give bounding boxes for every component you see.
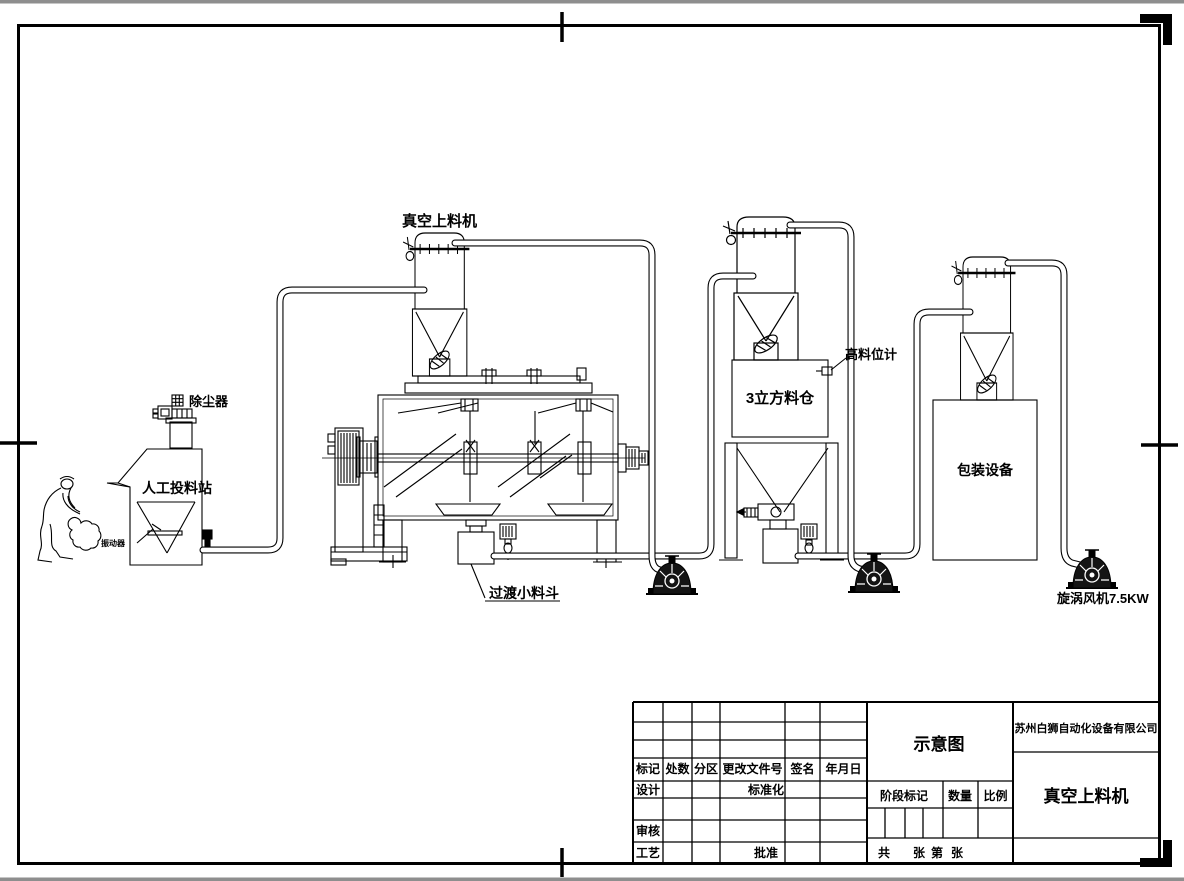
title-block: 标记 处数 分区 更改文件号 签名 年月日 设计 标准化 审核 工艺 批准 示意… [632,701,1159,863]
material-bag [67,517,102,551]
label-manual-station: 人工投料站 [142,480,212,496]
tb-quantity: 数量 [948,788,972,803]
leader-lines [136,357,847,602]
border-center-ticks [0,12,1178,877]
tb-header-zone: 分区 [694,761,718,776]
tb-company: 苏州白狮自动化设备有限公司 [1015,721,1158,735]
hopper-leader [470,563,560,602]
mixer-motor [327,427,408,566]
tb-header-sign: 签名 [789,761,814,776]
label-silo: 3立方料仓 [746,389,815,407]
top-edge-strip [0,0,1184,4]
mixer-bearing [617,443,649,473]
pipe-feeder3-to-blower3 [1005,260,1083,568]
tb-sheet-unit2: 张 [951,845,964,860]
label-transition-hopper: 过渡小料斗 [489,585,559,601]
worker-figure [37,475,102,563]
vibrator-leader [136,528,154,544]
tb-row-craft: 工艺 [636,845,660,860]
vacuum-feeder-1 [401,231,471,378]
tb-sheet-no: 第 [931,845,943,860]
tb-sheet-unit1: 张 [913,845,926,860]
suction-pipes [199,221,1084,575]
tb-row-audit: 审核 [636,823,660,838]
drawing-border [0,12,1178,877]
label-packaging: 包装设备 [957,462,1014,478]
storage-silo [719,359,844,564]
ribbon-mixer [322,367,649,568]
silo-discharge-box [762,528,799,564]
packaging-equipment [932,399,1038,561]
tb-sheet-total: 共 [878,845,890,860]
tb-row-design: 设计 [636,782,660,797]
tb-header-date: 年月日 [825,761,861,776]
tb-header-count: 处数 [664,761,690,776]
vacuum-feeder-2 [721,215,803,362]
corner-mark-bottom-right [1140,840,1172,867]
tb-header-change-no: 更改文件号 [722,761,782,776]
rotary-valve [735,503,795,521]
pipe-hopper-to-feeder2 [491,273,756,559]
tb-header-mark: 标记 [635,761,660,776]
pipe-station-to-feeder1 [200,287,427,553]
vortex-blower-3 [1065,549,1119,589]
vortex-blower-2 [847,553,901,593]
pipe-silo-to-feeder3 [795,309,973,559]
bottom-edge-strip [0,877,1184,881]
dust-collector-unit [152,405,197,449]
tb-row-standard: 标准化 [747,782,784,797]
silo-discharge-motor [800,523,818,554]
vacuum-feeder-3 [950,255,1017,402]
dust-collector-icon [171,394,184,407]
gauge-leader [830,357,847,371]
tb-scale: 比例 [983,788,1007,803]
corner-mark-top-right [1140,14,1172,45]
label-vibrator: 振动器 [101,538,126,548]
level-sensor [821,366,833,376]
pipe-feeder2-to-blower2 [787,222,869,573]
transition-hopper [457,519,517,565]
tb-stage-mark: 阶段标记 [880,788,928,803]
label-high-level-gauge: 高料位计 [845,347,897,362]
pipe-feeder1-to-blower1 [452,240,669,574]
tb-product-name: 真空上料机 [1044,786,1129,806]
label-vortex-blower: 旋涡风机7.5KW [1056,591,1149,606]
tb-row-approve: 批准 [754,845,778,860]
hopper-motor [499,523,517,560]
tb-doc-type: 示意图 [914,734,965,754]
label-dust-collector: 除尘器 [189,394,229,409]
label-vacuum-feeder: 真空上料机 [402,212,477,230]
